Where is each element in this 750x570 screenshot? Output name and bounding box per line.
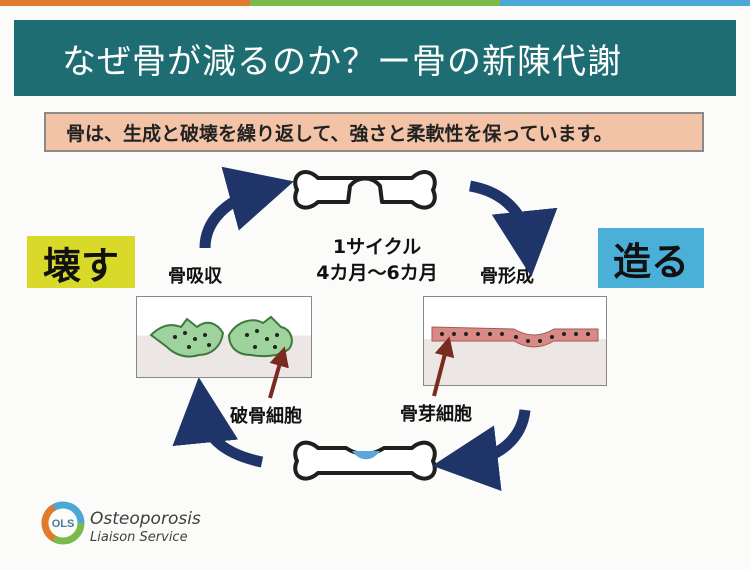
formation-panel [423,296,607,386]
osteoclast-label: 破骨細胞 [230,406,302,427]
logo-badge: OLS [52,518,75,530]
arrow-bottom-right-icon [432,409,531,492]
page-title: なぜ骨が減るのか？ー骨の新陳代謝 [14,20,736,96]
destroy-label: 壊す [27,236,135,288]
bottom-bone-icon [293,440,437,481]
logo-text: Osteoporosis Liaison Service [90,510,201,548]
cycle-period: 1サイクル 4カ月～6カ月 [282,234,472,286]
osteoclast-pointer-icon [268,346,289,399]
cycle-line-1: 1サイクル [332,236,422,258]
top-color-bar [0,0,750,6]
arrow-top-left-icon [199,166,294,249]
resorption-label: 骨吸収 [168,266,222,287]
osteoclast-cell-icon [149,315,293,358]
osteoblast-pointer-icon [432,336,455,397]
osteoblast-label: 骨芽細胞 [400,404,472,425]
logo-line-1: Osteoporosis [90,509,201,529]
ols-logo-icon: OLS [41,501,85,545]
osteoblast-layer-icon [431,326,599,348]
resorption-panel [136,296,312,378]
top-bone-icon [293,170,437,210]
cycle-line-2: 4カ月～6カ月 [316,262,438,284]
subtitle-box: 骨は、生成と破壊を繰り返して、強さと柔軟性を保っています。 [44,112,704,152]
arrow-bottom-left-icon [172,377,264,468]
logo-line-2: Liaison Service [90,530,188,545]
arrow-top-right-icon [468,180,558,277]
build-label: 造る [598,228,704,288]
